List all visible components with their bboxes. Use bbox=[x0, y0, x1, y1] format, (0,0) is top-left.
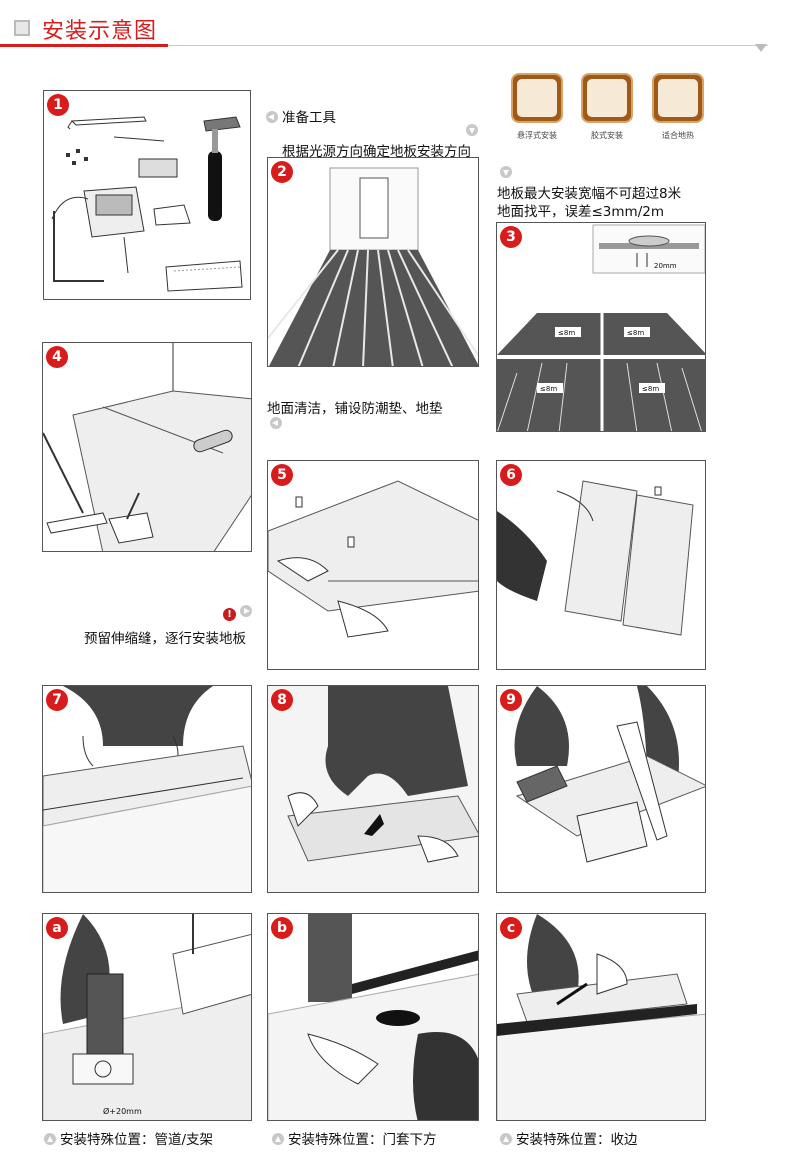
cut-board-illustration bbox=[514, 686, 705, 863]
header-divider bbox=[168, 45, 768, 46]
step-4-panel: 4 bbox=[42, 342, 252, 552]
install-row-illustration bbox=[497, 480, 694, 636]
caption-special-door: 安装特殊位置：门套下方 bbox=[272, 1128, 437, 1148]
clean-floor-illustration bbox=[43, 343, 251, 551]
caption-expansion-icons: ! bbox=[223, 604, 256, 621]
caption-direction: 根据光源方向确定地板安装方向 bbox=[282, 144, 471, 160]
tools-illustration bbox=[51, 116, 243, 292]
door-frame-illustration bbox=[268, 914, 478, 1120]
header-accent-line bbox=[0, 44, 168, 47]
arrow-left-icon bbox=[270, 417, 282, 429]
arrow-up-icon bbox=[500, 1133, 512, 1145]
arrow-right-icon bbox=[240, 605, 253, 617]
step-8-panel: 8 bbox=[267, 685, 479, 893]
header-triangle-icon bbox=[755, 44, 767, 52]
header-square-icon bbox=[14, 20, 30, 36]
step-5-badge: 5 bbox=[271, 464, 293, 486]
step-1-badge: 1 bbox=[47, 94, 69, 116]
step-1-panel: 1 bbox=[43, 90, 251, 300]
page-header: 安装示意图 bbox=[0, 0, 790, 52]
edge-trim-illustration bbox=[497, 914, 705, 1120]
step-9-badge: 9 bbox=[500, 689, 522, 711]
tap-board-illustration bbox=[43, 686, 251, 892]
arrow-up-icon bbox=[44, 1133, 56, 1145]
method-floating-icon bbox=[511, 73, 563, 123]
method-heating-label: 适合地热 bbox=[662, 131, 694, 140]
caption-width-limit-1: 地板最大安装宽幅不可超过8米 bbox=[497, 186, 682, 202]
step-8-badge: 8 bbox=[271, 689, 293, 711]
step-6-badge: 6 bbox=[500, 464, 522, 486]
method-glue-icon bbox=[581, 73, 633, 123]
span-label-bl: ≤8m bbox=[540, 385, 557, 393]
step-7-panel: 7 bbox=[42, 685, 252, 893]
warning-icon: ! bbox=[223, 608, 236, 621]
step-2-badge: 2 bbox=[271, 161, 293, 183]
step-c-badge: c bbox=[500, 917, 522, 939]
arrow-down-icon bbox=[466, 124, 478, 136]
caption-clean: 地面清洁，铺设防潮垫、地垫 bbox=[267, 401, 443, 417]
gap-label: 20mm bbox=[654, 262, 677, 270]
step-4-badge: 4 bbox=[46, 346, 68, 368]
step-a-panel: a Ø+20mm bbox=[42, 913, 252, 1121]
step-2-panel: 2 bbox=[267, 157, 479, 367]
method-glue-label: 胶式安装 bbox=[591, 131, 623, 140]
step-6-panel: 6 bbox=[496, 460, 706, 670]
step-3-panel: 3 20mm ≤8m ≤8m ≤8m ≤8m bbox=[496, 222, 706, 432]
caption-special-pipe: 安装特殊位置：管道/支架 bbox=[44, 1128, 213, 1148]
caption-special-edge: 安装特殊位置：收边 bbox=[500, 1128, 638, 1148]
step-a-badge: a bbox=[46, 917, 68, 939]
step-3-badge: 3 bbox=[500, 226, 522, 248]
span-label-tl: ≤8m bbox=[558, 329, 575, 337]
caption-expansion: 预留伸缩缝，逐行安装地板 bbox=[84, 631, 246, 647]
method-floating-label: 悬浮式安装 bbox=[517, 131, 557, 140]
step-b-panel: b bbox=[267, 913, 479, 1121]
room-light-illustration bbox=[268, 167, 478, 366]
arrow-up-icon bbox=[272, 1133, 284, 1145]
pipe-cut-illustration: Ø+20mm bbox=[43, 914, 251, 1120]
step-b-badge: b bbox=[271, 917, 293, 939]
page-title: 安装示意图 bbox=[42, 19, 158, 44]
step-7-badge: 7 bbox=[46, 689, 68, 711]
arrow-down-icon bbox=[500, 166, 512, 178]
push-board-illustration bbox=[268, 686, 478, 892]
caption-width-limit-2: 地面找平，误差≤3mm/2m bbox=[497, 204, 664, 220]
caption-tools: 准备工具 bbox=[266, 106, 336, 126]
step-c-panel: c bbox=[496, 913, 706, 1121]
pipe-gap-label: Ø+20mm bbox=[103, 1106, 142, 1116]
arrow-left-icon bbox=[266, 111, 278, 123]
method-heating-icon bbox=[652, 73, 704, 123]
step-5-panel: 5 bbox=[267, 460, 479, 670]
step-9-panel: 9 bbox=[496, 685, 706, 893]
width-limit-illustration: 20mm ≤8m ≤8m ≤8m ≤8m bbox=[497, 224, 705, 431]
install-first-row-illustration bbox=[268, 480, 478, 638]
span-label-tr: ≤8m bbox=[627, 329, 644, 337]
span-label-br: ≤8m bbox=[642, 385, 659, 393]
